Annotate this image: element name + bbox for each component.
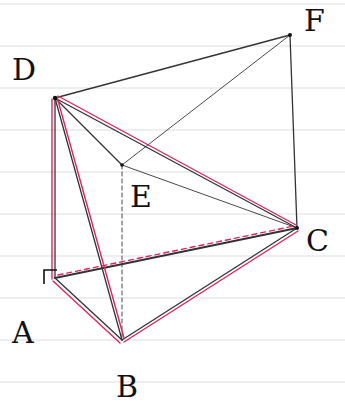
right-angle-mark: [44, 270, 57, 284]
point-label: E: [130, 182, 152, 212]
red-tetrahedron: [52, 96, 298, 343]
vertex-dots: [53, 33, 299, 230]
paper-rules: [0, 4, 345, 382]
point-label: C: [306, 226, 329, 256]
point-label: D: [12, 55, 36, 85]
point-label: F: [304, 6, 325, 36]
black-edges: [55, 35, 297, 340]
point-label: B: [116, 372, 138, 402]
point-label: A: [12, 318, 34, 348]
